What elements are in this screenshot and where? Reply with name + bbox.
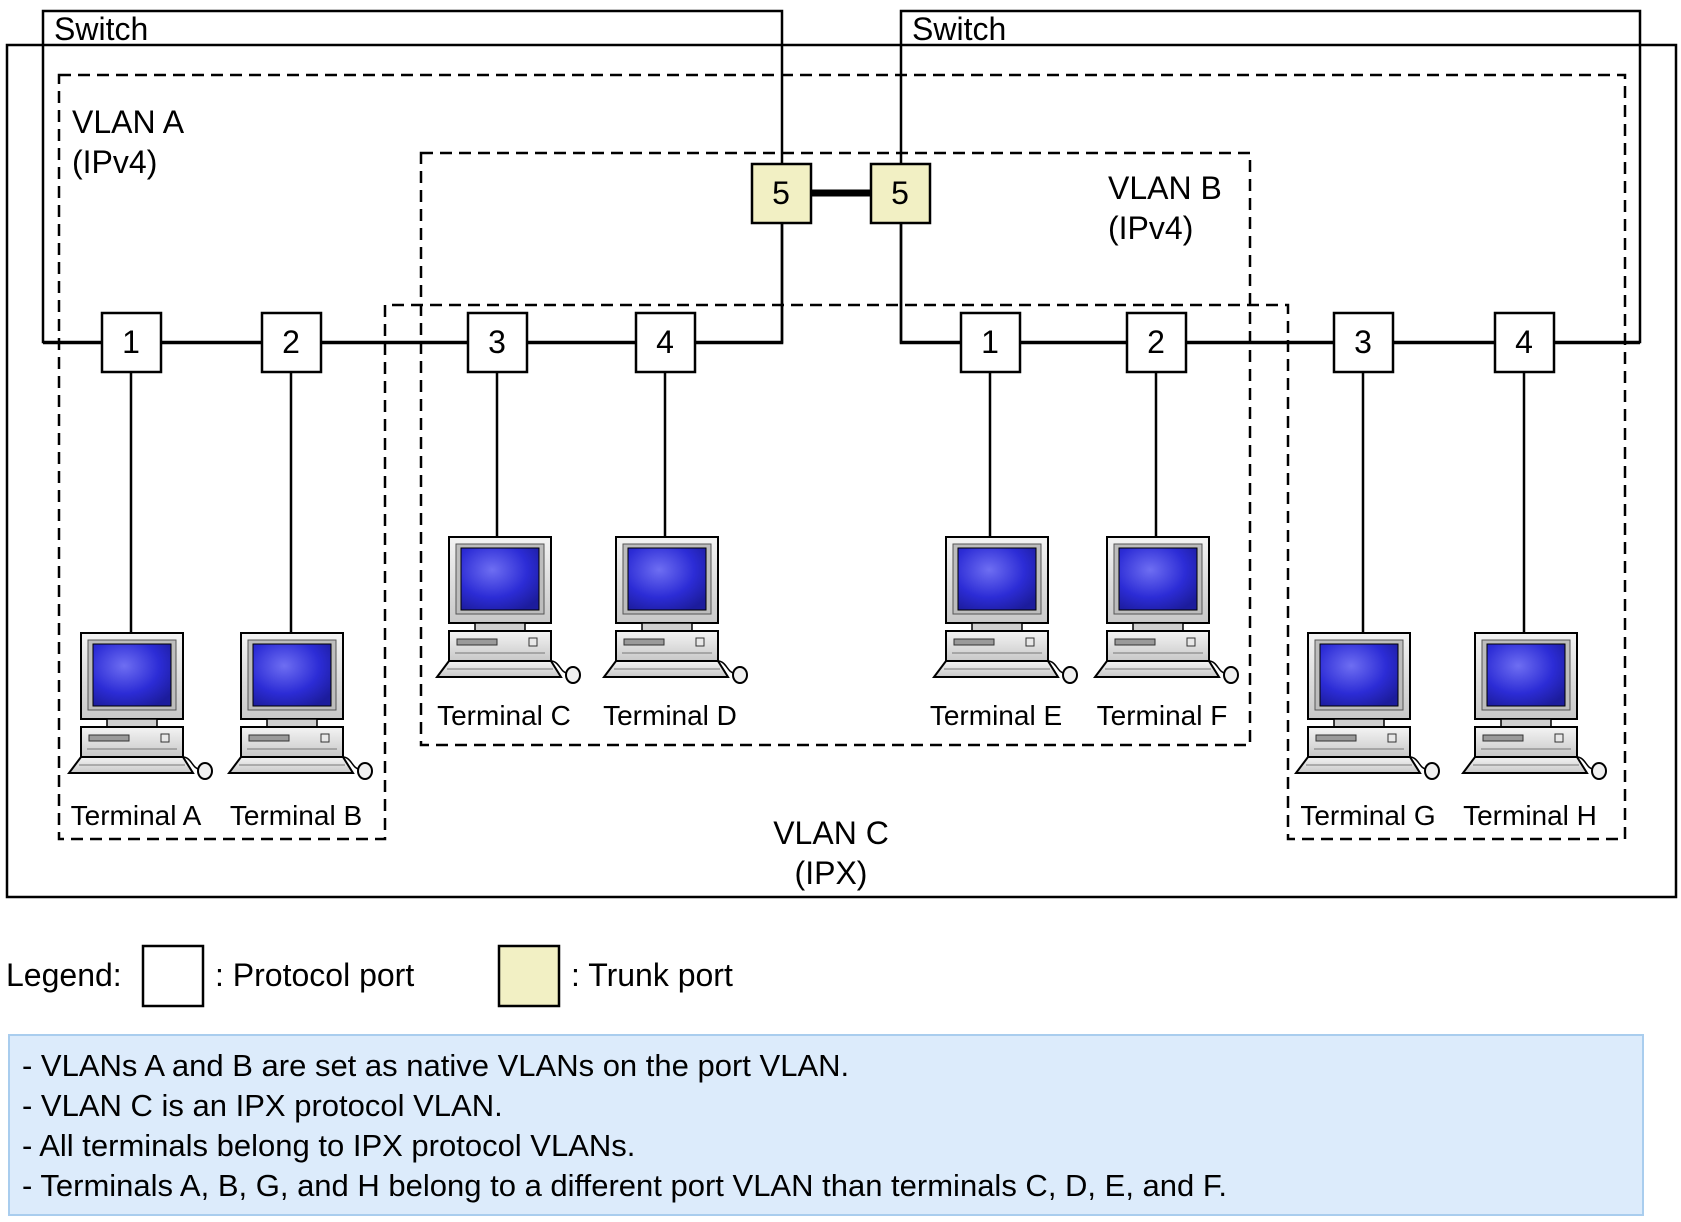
switch-2-outline [899, 9, 1642, 344]
switch-1-ports: 1 2 3 4 5 [100, 162, 813, 374]
switch-2-ports: 5 1 2 3 4 [869, 162, 1556, 374]
protocol-port: 4 [634, 311, 697, 374]
vlan-c-name: VLAN C [773, 815, 889, 851]
computer-icon [933, 536, 1078, 684]
computer-icon [603, 536, 748, 684]
terminal-b: Terminal B [228, 632, 373, 831]
svg-text:1: 1 [122, 324, 140, 360]
note-item: - VLANs A and B are set as native VLANs … [22, 1048, 850, 1083]
svg-text:Terminal B: Terminal B [230, 800, 362, 831]
vlan-a-boundary [57, 73, 1627, 841]
svg-text:4: 4 [656, 324, 674, 360]
computer-icon [68, 632, 213, 780]
switch-wiring [43, 189, 1640, 633]
svg-text:5: 5 [772, 175, 790, 211]
legend-trunk-port-swatch [497, 944, 561, 1008]
computer-icon [228, 632, 373, 780]
vlan-a-protocol: (IPv4) [72, 144, 157, 180]
terminal-g: Terminal G [1295, 632, 1440, 831]
protocol-port: 3 [1332, 311, 1395, 374]
protocol-port: 2 [1125, 311, 1188, 374]
protocol-port: 1 [100, 311, 163, 374]
computer-icon [1094, 536, 1239, 684]
protocol-port: 4 [1493, 311, 1556, 374]
vlan-c-protocol: (IPX) [795, 855, 868, 891]
legend-title: Legend: [6, 957, 122, 993]
svg-text:3: 3 [488, 324, 506, 360]
terminal-f: Terminal F [1094, 536, 1239, 731]
switch-1-label: Switch [54, 11, 148, 47]
trunk-port: 5 [750, 162, 813, 225]
protocol-port: 3 [466, 311, 529, 374]
protocol-port: 1 [959, 311, 1022, 374]
svg-text:Terminal A: Terminal A [71, 800, 202, 831]
vlan-b-protocol: (IPv4) [1108, 210, 1193, 246]
terminal-e: Terminal E [930, 536, 1078, 731]
legend-protocol-port-label: : Protocol port [215, 957, 414, 993]
legend-trunk-port-label: : Trunk port [571, 957, 733, 993]
computer-icon [436, 536, 581, 684]
vlan-b-boundary [419, 151, 1252, 747]
terminal-c: Terminal C [436, 536, 581, 731]
svg-text:2: 2 [1147, 324, 1165, 360]
svg-text:Terminal H: Terminal H [1463, 800, 1597, 831]
vlan-diagram: Switch Switch VLAN A (IPv4) VLAN B (IPv4… [5, 9, 1678, 1008]
svg-text:Terminal G: Terminal G [1300, 800, 1435, 831]
terminal-d: Terminal D [603, 536, 748, 731]
note-item: - Terminals A, B, G, and H belong to a d… [22, 1168, 1228, 1203]
terminal-h: Terminal H [1462, 632, 1607, 831]
svg-text:Terminal F: Terminal F [1097, 700, 1228, 731]
svg-text:1: 1 [981, 324, 999, 360]
svg-text:Terminal D: Terminal D [603, 700, 737, 731]
switch-2-label: Switch [912, 11, 1006, 47]
legend-protocol-port-swatch [141, 944, 205, 1008]
svg-text:3: 3 [1354, 324, 1372, 360]
svg-text:5: 5 [891, 175, 909, 211]
svg-text:2: 2 [282, 324, 300, 360]
computer-icon [1295, 632, 1440, 780]
note-item: - VLAN C is an IPX protocol VLAN. [22, 1088, 503, 1123]
legend: Legend: : Protocol port : Trunk port [6, 944, 733, 1008]
svg-text:Terminal E: Terminal E [930, 700, 1062, 731]
svg-text:Terminal C: Terminal C [437, 700, 571, 731]
trunk-port: 5 [869, 162, 932, 225]
note-item: - All terminals belong to IPX protocol V… [22, 1128, 636, 1163]
vlan-b-name: VLAN B [1108, 170, 1222, 206]
protocol-port: 2 [260, 311, 323, 374]
vlan-a-name: VLAN A [72, 104, 185, 140]
notes-box: - VLANs A and B are set as native VLANs … [8, 1034, 1644, 1216]
vlan-c-boundary [5, 43, 1678, 899]
terminal-a: Terminal A [68, 632, 213, 831]
computer-icon [1462, 632, 1607, 780]
svg-text:4: 4 [1515, 324, 1533, 360]
